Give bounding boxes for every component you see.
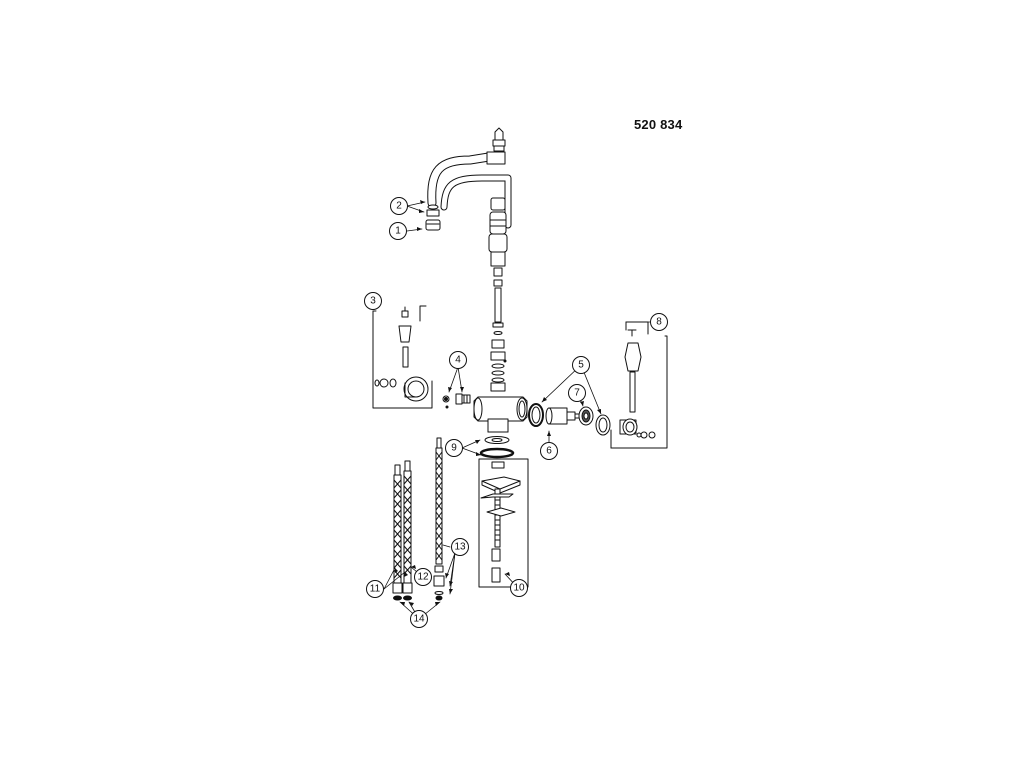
- callouts: 1 2 3 4 5 6 7 8 9 10 11 12 13 14: [364, 197, 668, 628]
- callout-7: 7: [568, 384, 586, 402]
- callout-label: 2: [396, 201, 402, 212]
- callout-8: 8: [650, 313, 668, 331]
- callout-13: 13: [451, 538, 469, 556]
- callout-9: 9: [445, 439, 463, 457]
- riser-stack: [488, 197, 508, 392]
- callout-3: 3: [364, 292, 382, 310]
- callout-label: 13: [454, 542, 466, 553]
- left-handle-group: [372, 305, 433, 409]
- callout-6: 6: [540, 442, 558, 460]
- callout-label: 5: [578, 360, 584, 371]
- callout-label: 14: [413, 614, 425, 625]
- callout-label: 4: [455, 355, 461, 366]
- callout-label: 12: [417, 572, 429, 583]
- callout-label: 8: [656, 317, 662, 328]
- callout-5: 5: [572, 356, 590, 374]
- callout-11: 11: [366, 580, 384, 598]
- callout-label: 1: [395, 226, 401, 237]
- spout-assembly: [425, 127, 512, 231]
- part-number: 520 834: [634, 117, 683, 132]
- callout-label: 9: [451, 443, 457, 454]
- supply-hoses: [392, 437, 445, 601]
- callout-label: 7: [574, 388, 580, 399]
- tee-body: [473, 396, 528, 459]
- callout-label: 10: [513, 583, 525, 594]
- callout-4: 4: [449, 351, 467, 369]
- callout-label: 3: [370, 296, 376, 307]
- callout-2: 2: [390, 197, 408, 215]
- callout-14: 14: [410, 610, 428, 628]
- arrowheads: [395, 200, 601, 606]
- callout-12: 12: [414, 568, 432, 586]
- callout-label: 11: [370, 584, 381, 595]
- mounting-kit: [478, 458, 529, 588]
- callout-10: 10: [510, 579, 528, 597]
- right-valve-parts: [528, 403, 611, 436]
- right-handle-group: [610, 321, 668, 449]
- callout-1: 1: [389, 222, 407, 240]
- left-cartridge: [442, 393, 471, 409]
- callout-label: 6: [546, 446, 552, 457]
